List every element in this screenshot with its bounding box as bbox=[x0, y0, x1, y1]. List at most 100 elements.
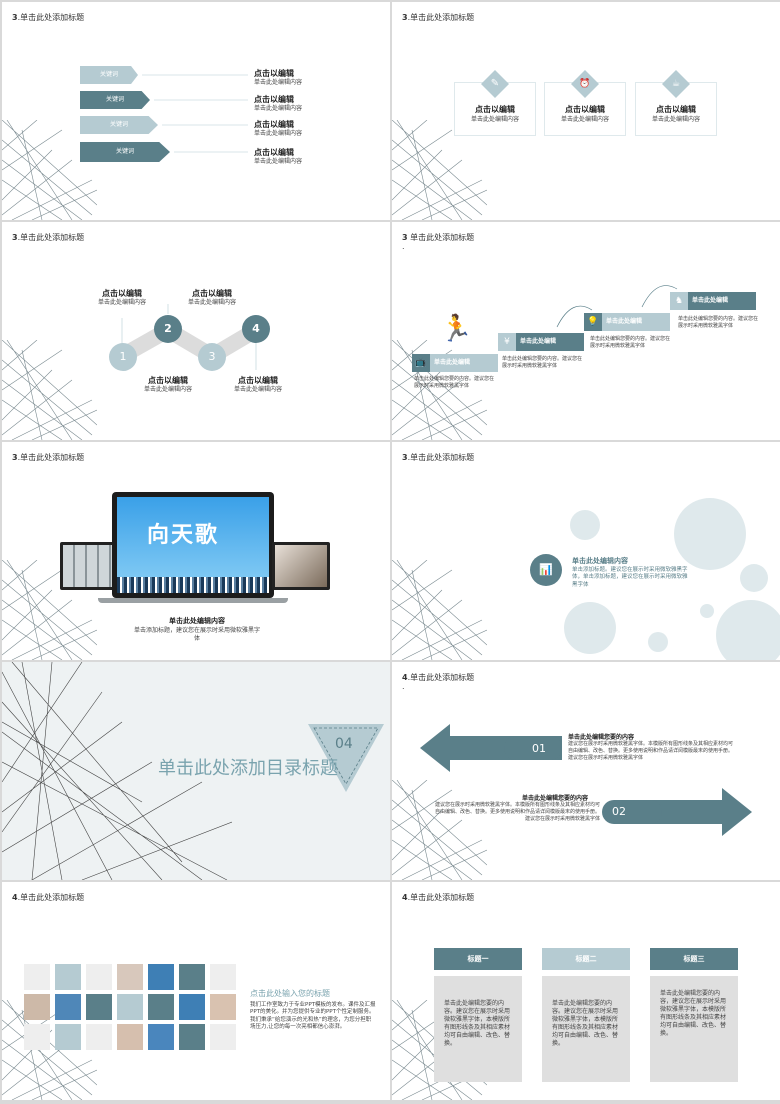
column-header: 标题一 bbox=[434, 948, 522, 970]
slide-title: 3.单击此处添加标题 bbox=[12, 13, 85, 22]
keyword-tag: 关键词 bbox=[80, 142, 170, 162]
bubble bbox=[674, 498, 746, 570]
bubble bbox=[648, 632, 668, 652]
tablet-right bbox=[272, 542, 330, 590]
slide-2[interactable]: 3.单击此处添加标题 ✎ ⏰ ☕ 点击以编辑 单击此处编辑内容 点击以编辑 单击… bbox=[392, 2, 780, 220]
keyword-tag: 关键词 bbox=[80, 91, 150, 109]
bar-label: 单击此处编辑 bbox=[520, 338, 557, 345]
slide-title: 4.单击此处添加标题 bbox=[402, 893, 475, 902]
caption-body: 单击添加标题，建议您在展示时采用微软雅黑字体 bbox=[133, 627, 260, 643]
wireframe-decoration bbox=[392, 560, 487, 660]
step-body: 单击此处编辑内容 bbox=[187, 299, 236, 306]
caption-title: 单击此处编辑内容 bbox=[169, 617, 225, 625]
step-title: 点击以编辑 bbox=[102, 289, 142, 298]
slide-title: 3.单击此处添加标题 bbox=[12, 453, 85, 462]
column-body bbox=[650, 976, 738, 1082]
slide-title: 3.单击此处添加标题 bbox=[402, 13, 475, 22]
arrow-number-1: 01 bbox=[532, 742, 546, 755]
slide-title: 3 单击此处添加标题 bbox=[402, 233, 475, 242]
step-circle: 2 bbox=[154, 315, 182, 343]
step-desc: 单击此处编辑您要的内容。建议您在展示时采用微软雅黑字体 bbox=[678, 316, 759, 329]
card-title: 点击以编辑 bbox=[475, 105, 515, 114]
step-title: 点击以编辑 bbox=[148, 376, 188, 385]
bubble bbox=[716, 600, 780, 660]
slide-5[interactable]: 3.单击此处添加标题 向天歌 单击此处编辑内容 单击添加标题，建议您在展示时采用… bbox=[2, 442, 390, 660]
arrow2-title: 单击此处编辑您要的内容 bbox=[522, 795, 589, 802]
laptop-base bbox=[98, 598, 288, 603]
column-text: 单击此处编辑您要的内容。建议您在展示时采用微软雅黑字体，本模版所有图形线条及其相… bbox=[552, 1000, 619, 1048]
keyword-tag: 关键词 bbox=[80, 116, 158, 134]
step-title: 点击以编辑 bbox=[192, 289, 232, 298]
step-bar bbox=[584, 313, 670, 331]
curve-arrows bbox=[556, 285, 678, 328]
text-title: 点击此处输入您的标题 bbox=[250, 989, 330, 998]
item-body: 单击此处编辑内容 bbox=[254, 79, 303, 86]
connector-lines bbox=[142, 74, 248, 153]
arrow1-title: 单击此处编辑您要的内容 bbox=[568, 734, 635, 741]
slide-title: 4.单击此处添加标题 bbox=[402, 673, 475, 682]
bar-label: 单击此处编辑 bbox=[434, 359, 471, 366]
card-body: 单击此处编辑内容 bbox=[470, 116, 519, 123]
title-dot: . bbox=[402, 242, 405, 251]
column-text: 单击此处编辑您要的内容。建议您在展示时采用微软雅黑字体，本模版所有图形线条及其相… bbox=[444, 1000, 511, 1048]
title-dot: . bbox=[402, 682, 405, 691]
bubble bbox=[700, 604, 714, 618]
section-triangle bbox=[308, 724, 384, 792]
section-number: 04 bbox=[335, 736, 353, 752]
step-body: 单击此处编辑内容 bbox=[143, 386, 192, 393]
column-text: 单击此处编辑您要的内容，建议您在展示时采用微软雅黑字体，本模版所有图形线条及其相… bbox=[660, 990, 727, 1038]
arrow1-body: 建议您在展示时采用微软雅黑字体。本模版所有图形线条及其相应素材均可自由编辑、改色… bbox=[568, 741, 734, 761]
step-bar bbox=[412, 354, 498, 372]
item-body: 单击此处编辑内容 bbox=[254, 130, 303, 137]
item-title: 点击以编辑 bbox=[254, 95, 294, 104]
step-bar bbox=[498, 333, 584, 351]
card-title: 点击以编辑 bbox=[656, 105, 696, 114]
item-title: 点击以编辑 bbox=[254, 69, 294, 78]
card-body: 单击此处编辑内容 bbox=[560, 116, 609, 123]
slide-8[interactable]: 4.单击此处添加标题 . 01 02 单击此处编辑您要的内容 建议您在展示时采用… bbox=[392, 662, 780, 880]
column-header: 标题三 bbox=[650, 948, 738, 970]
slide-1[interactable]: 3.单击此处添加标题 关键词 关键词 关键词 关键词 点击以编辑 单击此处编辑内… bbox=[2, 2, 390, 220]
item-body: 单击此处编辑内容 bbox=[254, 158, 303, 165]
step-body: 单击此处编辑内容 bbox=[233, 386, 282, 393]
chart-icon: 📊 bbox=[530, 554, 562, 586]
slide-7[interactable]: 04 单击此处添加目录标题 bbox=[2, 662, 390, 880]
item-title: 点击以编辑 bbox=[254, 148, 294, 157]
laptop-screen: 向天歌 bbox=[112, 492, 274, 598]
wireframe-decoration bbox=[2, 662, 232, 880]
runner-icon: 🏃 bbox=[440, 314, 473, 344]
text-body: 我们工作室致力于专业PPT模板的发布。课件及汇报PPT的美化。并为您提供专业的P… bbox=[250, 1002, 376, 1031]
bar-label: 单击此处编辑 bbox=[692, 297, 729, 304]
keyword-tag: 关键词 bbox=[80, 66, 138, 84]
photo-mosaic bbox=[24, 964, 236, 1050]
step-desc: 单击此处编辑您要的内容。建议您在展示时采用微软雅黑字体 bbox=[590, 336, 671, 349]
chess-icon: ♞ bbox=[670, 292, 688, 310]
slide-title: 4.单击此处添加标题 bbox=[12, 893, 85, 902]
slide-10[interactable]: 4.单击此处添加标题 标题一 单击此处编辑您要的内容。建议您在展示时采用微软雅黑… bbox=[392, 882, 780, 1100]
section-title: 单击此处添加目录标题 bbox=[158, 758, 338, 779]
column-body bbox=[542, 976, 630, 1082]
step-desc: 单击此处编辑您要的内容。建议您在展示时采用微软雅黑字体 bbox=[502, 356, 583, 369]
bubble bbox=[570, 510, 600, 540]
item-body: 单击此处编辑内容 bbox=[254, 105, 303, 112]
step-circle: 4 bbox=[242, 315, 270, 343]
tv-icon: 📺 bbox=[412, 354, 430, 372]
slide-3[interactable]: 3.单击此处添加标题 1 2 3 4 点击以编辑 单击此处编辑内容 点击以编辑 … bbox=[2, 222, 390, 440]
coin-icon: ¥ bbox=[498, 333, 516, 351]
bubble bbox=[740, 564, 768, 592]
arrow-shapes bbox=[420, 724, 752, 836]
slide-4[interactable]: 3 单击此处添加标题 . 🏃 📺 单击此处编辑 ¥ 单击此处编辑 💡 单击此处编… bbox=[392, 222, 780, 440]
slide-title: 3.单击此处添加标题 bbox=[12, 233, 85, 242]
slide-title: 3.单击此处添加标题 bbox=[402, 453, 475, 462]
step-desc: 单击此处编辑您要的内容。建议您在展示时采用微软雅黑字体 bbox=[414, 376, 495, 389]
card-body: 单击此处编辑内容 bbox=[651, 116, 700, 123]
arrow-number-2: 02 bbox=[612, 805, 626, 818]
slide-9[interactable]: 4.单击此处添加标题 点击此处输入您的标题 我们工作室致力于专业PPT模板的发布… bbox=[2, 882, 390, 1100]
column-body bbox=[434, 976, 522, 1082]
bulb-icon: 💡 bbox=[584, 313, 602, 331]
slide-6[interactable]: 3.单击此处添加标题 📊 单击此处编辑内容 单击添加标题。建议您在展示时采用微软… bbox=[392, 442, 780, 660]
arrow2-body: 建议您在展示时采用微软雅黑字体。本模版所有图形线条及其相应素材均可自由编辑、改色… bbox=[434, 802, 600, 822]
column-header: 标题二 bbox=[542, 948, 630, 970]
bar-label: 单击此处编辑 bbox=[606, 318, 643, 325]
